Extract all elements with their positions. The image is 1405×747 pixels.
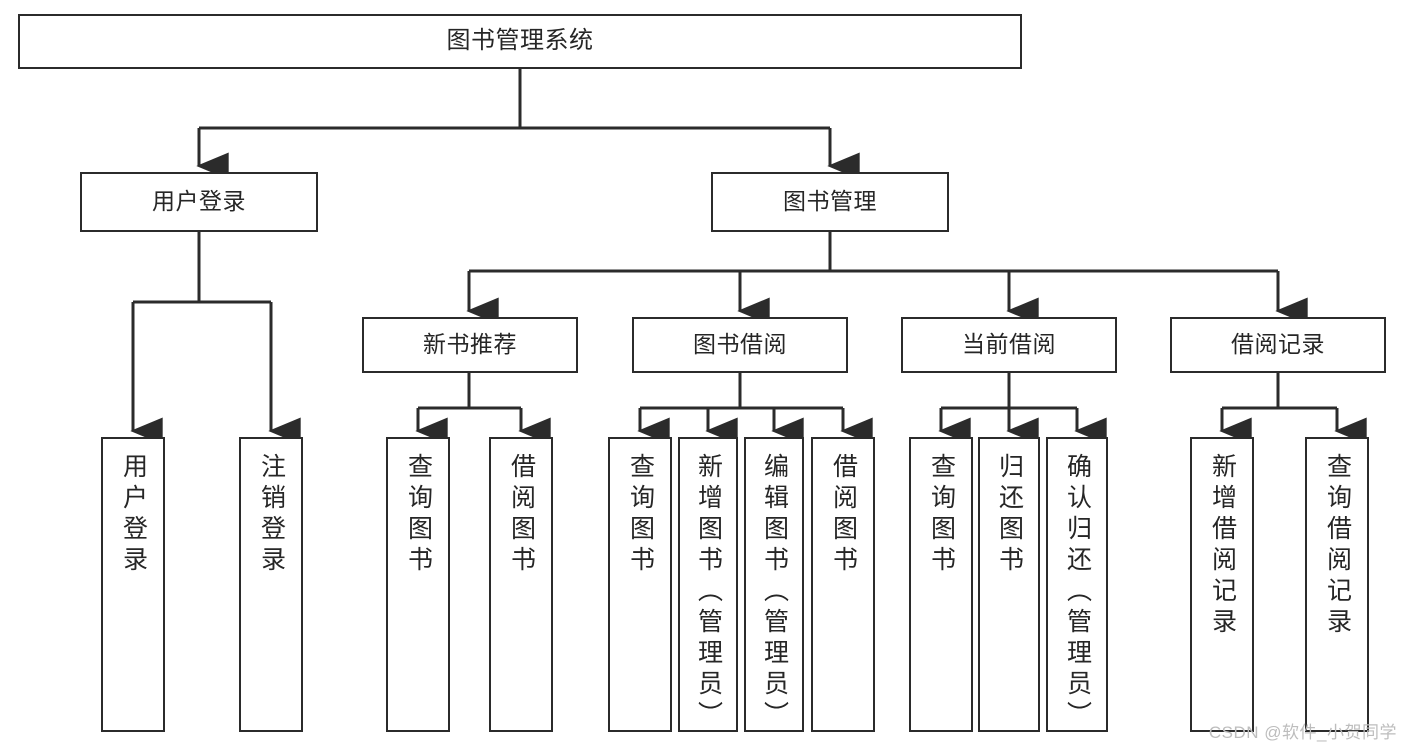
node-leaf-user-login-label: 用户登录 [119, 453, 148, 577]
node-leaf-logout-label: 注销登录 [257, 453, 286, 577]
node-leaf-borrow-book-1[interactable]: 借阅图书 [489, 437, 553, 732]
node-book-borrow-label: 图书借阅 [693, 331, 787, 358]
node-new-book-recommend[interactable]: 新书推荐 [362, 317, 578, 373]
node-leaf-logout[interactable]: 注销登录 [239, 437, 303, 732]
node-root-label: 图书管理系统 [446, 27, 594, 55]
node-book-manage[interactable]: 图书管理 [711, 172, 949, 232]
node-leaf-query-book-1-label: 查询图书 [404, 453, 433, 577]
node-leaf-confirm-return[interactable]: 确认归还（管理员） [1046, 437, 1108, 732]
node-borrow-record[interactable]: 借阅记录 [1170, 317, 1386, 373]
node-user-login-label: 用户登录 [152, 188, 246, 215]
node-current-borrow[interactable]: 当前借阅 [901, 317, 1117, 373]
node-leaf-edit-book-label: 编辑图书（管理员） [760, 453, 789, 732]
node-leaf-query-book-2-label: 查询图书 [626, 453, 655, 577]
node-leaf-add-book[interactable]: 新增图书（管理员） [678, 437, 738, 732]
node-leaf-borrow-book-1-label: 借阅图书 [507, 453, 536, 577]
node-leaf-add-record[interactable]: 新增借阅记录 [1190, 437, 1254, 732]
node-leaf-borrow-book-2-label: 借阅图书 [829, 453, 858, 577]
node-leaf-confirm-return-label: 确认归还（管理员） [1063, 453, 1092, 732]
node-leaf-query-book-3-label: 查询图书 [927, 453, 956, 577]
node-book-manage-label: 图书管理 [783, 188, 877, 215]
node-leaf-query-book-2[interactable]: 查询图书 [608, 437, 672, 732]
node-leaf-query-book-1[interactable]: 查询图书 [386, 437, 450, 732]
watermark: CSDN @软件_小贺同学 [1208, 723, 1397, 742]
node-leaf-query-record[interactable]: 查询借阅记录 [1305, 437, 1369, 732]
node-book-borrow[interactable]: 图书借阅 [632, 317, 848, 373]
node-borrow-record-label: 借阅记录 [1231, 331, 1325, 358]
node-leaf-user-login[interactable]: 用户登录 [101, 437, 165, 732]
node-leaf-return-book-label: 归还图书 [995, 453, 1024, 577]
node-root[interactable]: 图书管理系统 [18, 14, 1022, 69]
node-new-book-recommend-label: 新书推荐 [423, 331, 517, 358]
node-leaf-query-book-3[interactable]: 查询图书 [909, 437, 973, 732]
node-leaf-add-record-label: 新增借阅记录 [1208, 453, 1237, 639]
node-leaf-query-record-label: 查询借阅记录 [1323, 453, 1352, 639]
node-current-borrow-label: 当前借阅 [962, 331, 1056, 358]
node-leaf-add-book-label: 新增图书（管理员） [694, 453, 723, 732]
node-user-login[interactable]: 用户登录 [80, 172, 318, 232]
node-leaf-borrow-book-2[interactable]: 借阅图书 [811, 437, 875, 732]
node-leaf-edit-book[interactable]: 编辑图书（管理员） [744, 437, 804, 732]
node-leaf-return-book[interactable]: 归还图书 [978, 437, 1040, 732]
